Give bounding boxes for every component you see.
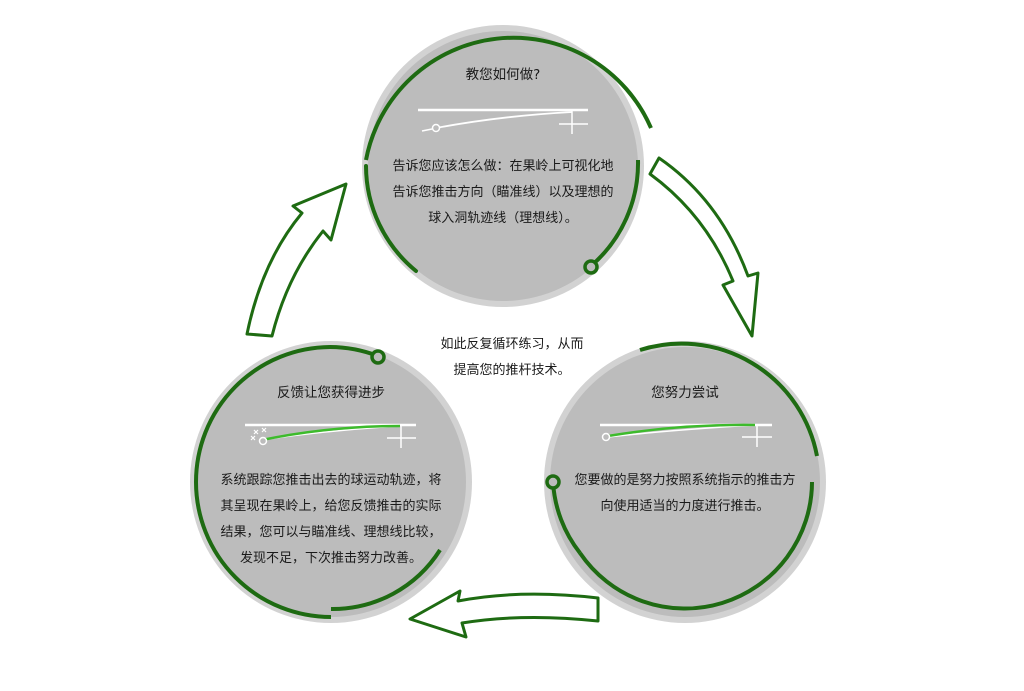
right-arc-bottom	[578, 481, 814, 611]
right-step-circle	[544, 341, 826, 623]
description-line: 其呈现在果岭上，给您反馈推击的实际	[220, 499, 442, 514]
top-step-description: 告诉您应该怎么做：在果岭上可视化地 告诉您推击方向（瞄准线）以及理想的 球入洞轨…	[383, 154, 623, 232]
top-arc-inner-right	[589, 159, 641, 268]
left-step-circle	[190, 341, 472, 623]
top-arc-end-node	[583, 259, 599, 275]
left-step-title: 反馈让您获得进步	[277, 385, 385, 401]
ball-icon	[431, 123, 441, 133]
left-arc-top	[194, 345, 331, 483]
left-arc-end-node	[370, 349, 386, 365]
right-arc-end-node	[545, 474, 561, 490]
description-line: 结果，您可以与瞄准线、理想线比较，	[220, 525, 442, 540]
description-line: 向使用适当的力度进行推击。	[600, 499, 770, 514]
description-line: 您要做的是努力按照系统指示的推击方	[574, 473, 796, 488]
actual-putt-line	[261, 424, 401, 442]
top-arc-inner-left	[364, 164, 418, 273]
left-arc-inner-bottom	[330, 548, 442, 612]
description-line: 球入洞轨迹线（理想线）。	[428, 211, 578, 226]
description-line: 系统跟踪您推击出去的球运动轨迹，将	[220, 473, 442, 488]
actual-putt-line	[607, 423, 756, 438]
ball-icon	[258, 436, 268, 446]
center-line: 提高您的推杆技术。	[453, 363, 571, 378]
left-step-description: 系统跟踪您推击出去的球运动轨迹，将 其呈现在果岭上，给您反馈推击的实际 结果，您…	[211, 468, 451, 572]
top-circle-disc	[368, 31, 638, 301]
left-putt-illustration	[245, 423, 416, 448]
ideal-line	[435, 111, 573, 129]
center-line: 如此反复循环练习，从而	[440, 337, 584, 352]
left-arc-outer-bottom	[194, 481, 332, 619]
putter-line	[421, 128, 433, 132]
arrow-top-to-right	[648, 156, 760, 338]
arrow-left-to-top	[245, 182, 348, 338]
top-arc-outer	[364, 35, 653, 161]
description-line: 告诉您应该怎么做：在果岭上可视化地	[392, 159, 614, 174]
description-line: 告诉您推击方向（瞄准线）以及理想的	[392, 185, 614, 200]
left-circle-disc	[196, 347, 466, 617]
right-circle-disc	[550, 347, 820, 617]
center-summary-text: 如此反复循环练习，从而 提高您的推杆技术。	[417, 332, 607, 384]
right-step-description: 您要做的是努力按照系统指示的推击方 向使用适当的力度进行推击。	[565, 468, 805, 520]
ball-icon	[601, 432, 611, 442]
top-putt-illustration	[418, 108, 588, 134]
right-putt-illustration	[600, 423, 772, 447]
miss-marks	[250, 427, 267, 441]
arrow-right-to-left	[408, 589, 600, 639]
right-step-title: 您努力尝试	[651, 385, 719, 401]
top-step-circle	[362, 25, 653, 307]
right-arc-top	[639, 341, 819, 457]
top-step-title: 教您如何做?	[465, 67, 541, 83]
description-line: 发现不足，下次推击努力改善。	[239, 551, 422, 566]
